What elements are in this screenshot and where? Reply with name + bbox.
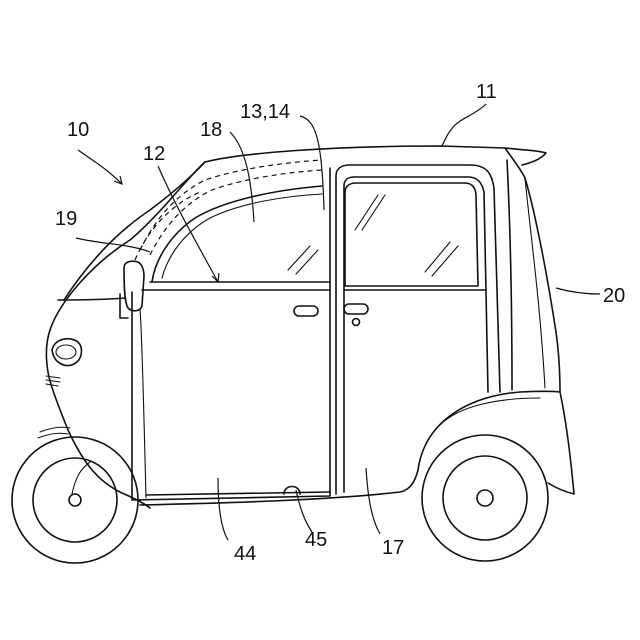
front-hub xyxy=(69,494,81,506)
side-mirror xyxy=(120,261,146,498)
label-12: 12 xyxy=(143,143,165,165)
front-wheel xyxy=(12,437,138,563)
leader-10 xyxy=(78,150,122,184)
side-marker xyxy=(46,376,60,386)
rear-lower xyxy=(548,392,574,494)
label-11: 11 xyxy=(476,81,497,103)
rear-door-window xyxy=(345,183,478,286)
rear-pillar-line xyxy=(507,160,512,390)
rear-wheel xyxy=(422,435,548,561)
rear-pillar-line-2 xyxy=(525,178,545,388)
front-door-front-edge xyxy=(140,310,146,498)
leader-11 xyxy=(442,104,486,146)
front-rim xyxy=(33,458,117,542)
label-13-14: 13,14 xyxy=(240,101,290,123)
rear-panel xyxy=(525,178,560,392)
door-lock xyxy=(353,319,360,326)
mirror-housing xyxy=(124,261,144,311)
label-45: 45 xyxy=(305,529,327,551)
rear-door-handle xyxy=(344,304,368,314)
rear-hub xyxy=(477,490,493,506)
windshield-area xyxy=(64,160,322,300)
window-inner xyxy=(162,194,322,278)
front-door-window-frame xyxy=(152,186,322,282)
glass-reflection-front xyxy=(288,246,318,274)
rear-rim xyxy=(443,456,527,540)
front-fork xyxy=(72,462,90,494)
a-pillar-dashed-1 xyxy=(140,160,322,250)
front-door-bottom xyxy=(146,492,330,495)
leader-17 xyxy=(366,468,380,534)
label-19: 19 xyxy=(55,208,77,230)
label-17: 17 xyxy=(382,537,404,559)
front-door xyxy=(132,168,330,500)
front-tire xyxy=(12,437,138,563)
rear-door xyxy=(336,165,500,494)
glass-reflection-rear-2 xyxy=(425,242,458,276)
roof-outline xyxy=(50,146,546,330)
glass-reflection-rear-1 xyxy=(355,195,385,230)
a-pillar-outer xyxy=(64,162,205,300)
label-44: 44 xyxy=(234,543,256,565)
rear-tire xyxy=(422,435,548,561)
label-10: 10 xyxy=(67,119,89,141)
leader-20 xyxy=(556,288,600,294)
front-door-handle xyxy=(294,306,318,316)
label-18: 18 xyxy=(200,119,222,141)
leader-44 xyxy=(218,478,228,540)
headlight-lens xyxy=(56,345,76,359)
label-20: 20 xyxy=(603,285,625,307)
a-pillar-dashed-2 xyxy=(150,170,322,255)
front-lower-lines xyxy=(38,427,70,438)
